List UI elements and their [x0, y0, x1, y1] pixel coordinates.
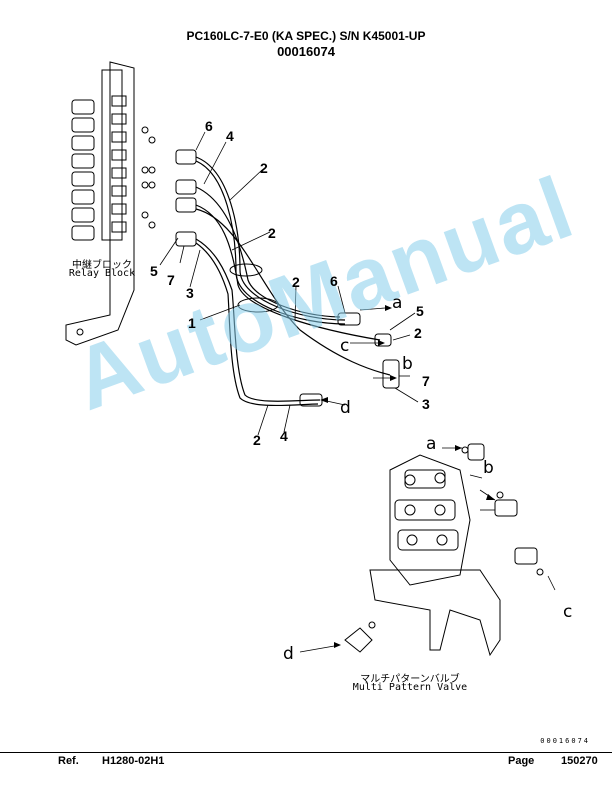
- letter-a: a: [392, 293, 403, 313]
- valve-label: Multi Pattern Valve: [352, 682, 468, 693]
- callout-3: 3: [186, 285, 194, 301]
- part-code: 00016074: [277, 44, 335, 59]
- callout-2: 2: [260, 160, 268, 176]
- page-title: PC160LC-7-E0 (KA SPEC.) S/N K45001-UP: [186, 29, 426, 43]
- hose-fittings-right: [299, 312, 400, 407]
- arrows: [320, 305, 397, 403]
- callout-5: 5: [150, 263, 158, 279]
- relay-block-fittings: [71, 95, 127, 241]
- callout-7b: 7: [422, 373, 430, 389]
- leaders: [159, 131, 419, 436]
- callout-4b: 4: [280, 428, 288, 444]
- callout-5b: 5: [416, 303, 424, 319]
- ref-label: Ref.: [58, 755, 79, 767]
- page-label: Page: [508, 755, 535, 767]
- letter-d2: d: [283, 644, 294, 664]
- callout-2e: 2: [253, 432, 261, 448]
- hoses: [195, 156, 391, 407]
- page-number: 150270: [561, 755, 598, 767]
- callout-3b: 3: [422, 396, 430, 412]
- letter-b2: b: [483, 458, 494, 478]
- letter-a2: a: [426, 434, 437, 454]
- hose-fittings-left: [175, 149, 197, 247]
- letter-b: b: [402, 354, 413, 374]
- footer-rule: [0, 752, 612, 753]
- callout-1: 1: [188, 315, 196, 331]
- callout-2d: 2: [414, 325, 422, 341]
- relay-block-label: Relay Block: [68, 268, 136, 279]
- callout-7: 7: [167, 272, 175, 288]
- callout-2b: 2: [268, 225, 276, 241]
- callout-4: 4: [226, 128, 234, 144]
- relay-block-bracket: [65, 61, 135, 346]
- letter-c: c: [340, 336, 350, 356]
- multi-pattern-valve: [344, 443, 544, 657]
- letter-c2: c: [563, 602, 573, 622]
- hose-clamp: [229, 263, 279, 313]
- relay-block-jp-label: 中継ブロック: [72, 260, 132, 271]
- small-part-code: 00016074: [540, 737, 590, 745]
- callout-6b: 6: [330, 273, 338, 289]
- valve-jp-label: マルチパターンバルブ: [360, 674, 460, 685]
- callout-2c: 2: [292, 274, 300, 290]
- callout-6: 6: [205, 118, 213, 134]
- ref-code: H1280-02H1: [102, 755, 165, 767]
- letter-d: d: [340, 398, 351, 418]
- o-rings: [141, 126, 156, 229]
